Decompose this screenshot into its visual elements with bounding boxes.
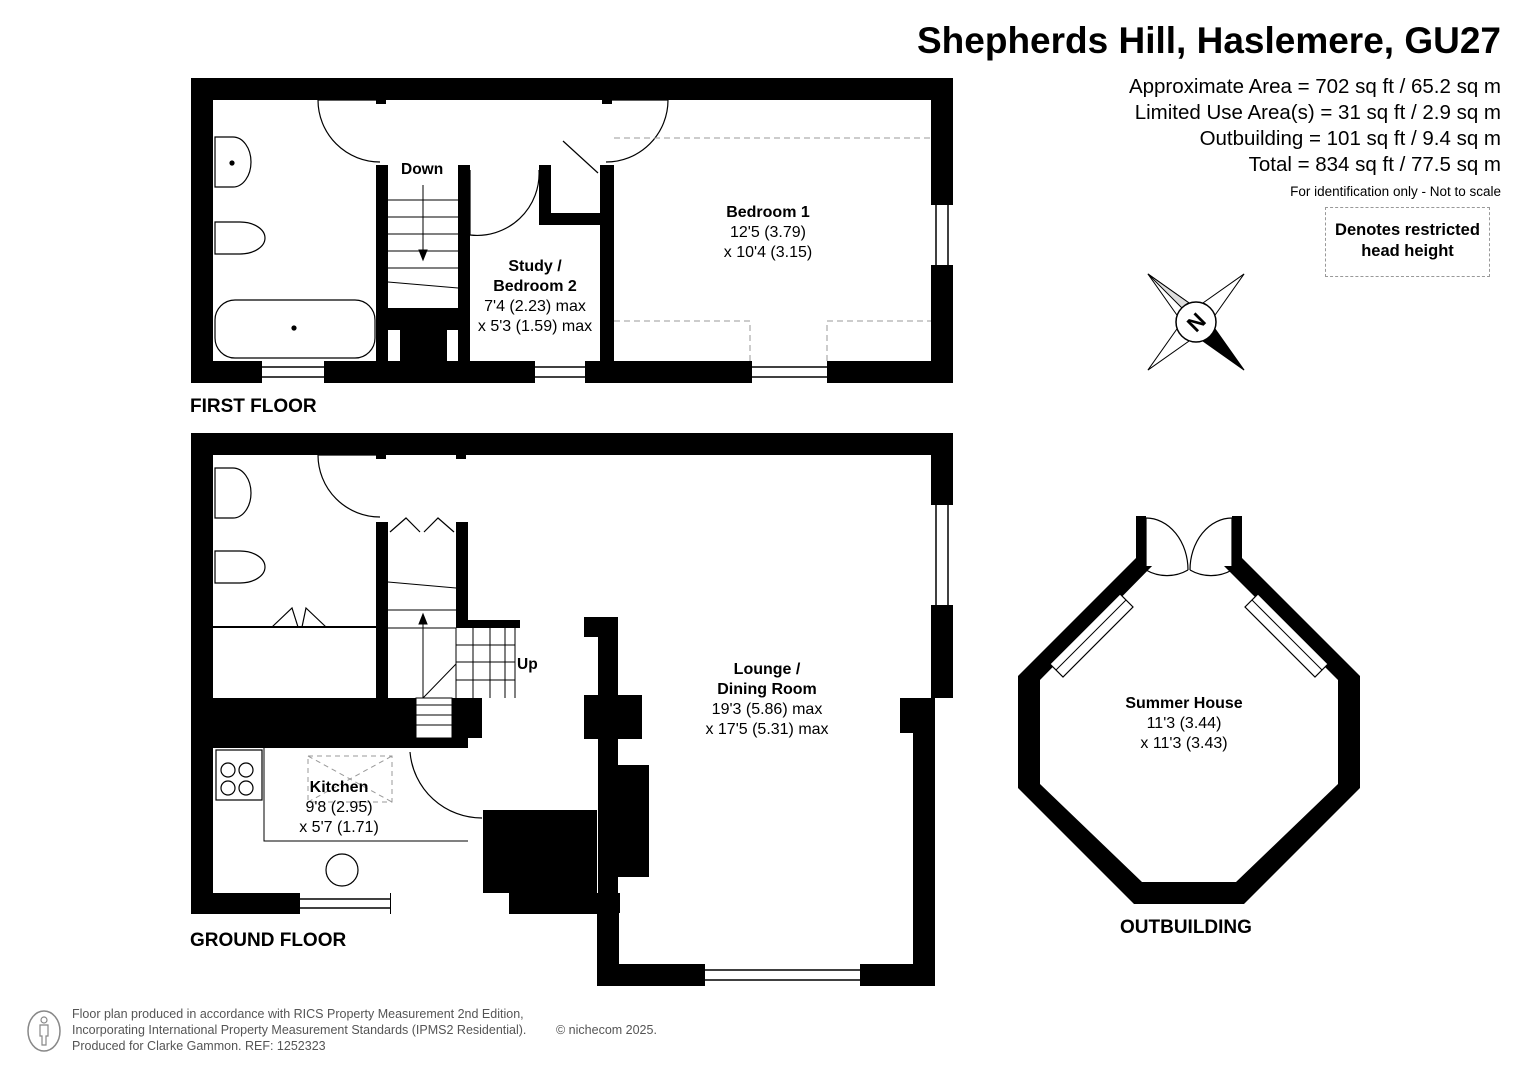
room-name: Bedroom 1 [726, 204, 810, 221]
restricted-head-height-legend: Denotes restricted head height [1325, 207, 1490, 277]
ground-floor-plan [191, 433, 953, 986]
legend-line-2: head height [1361, 242, 1454, 260]
room-name: Dining Room [717, 681, 817, 698]
footer-line-2: Incorporating International Property Mea… [72, 1023, 527, 1037]
restricted-head-height [614, 137, 931, 361]
room-name: Bedroom 2 [493, 278, 577, 295]
bathroom-fixtures [214, 136, 376, 359]
room-name: Lounge / [733, 661, 801, 678]
first-floor-plan [191, 78, 953, 383]
area-total: Total = 834 sq ft / 77.5 sq m [1248, 153, 1501, 176]
area-limited-use: Limited Use Area(s) = 31 sq ft / 2.9 sq … [1134, 101, 1501, 124]
summer-house-plan [1018, 516, 1360, 904]
stairs-down-label: Down [401, 161, 444, 178]
footer-notes: Floor plan produced in accordance with R… [72, 1006, 657, 1054]
footer-line-3: Produced for Clarke Gammon. REF: 1252323 [72, 1039, 326, 1053]
room-name: Summer House [1125, 695, 1243, 712]
room-name: Study / [508, 258, 562, 275]
room-dimension: x 10'4 (3.15) [723, 244, 813, 261]
legend-line-1: Denotes restricted [1335, 221, 1480, 239]
room-study: Study / Bedroom 2 7'4 (2.23) max x 5'3 (… [478, 257, 592, 337]
doors [317, 99, 669, 237]
window [262, 361, 324, 383]
outbuilding-label: OUTBUILDING [1120, 917, 1252, 938]
area-approximate: Approximate Area = 702 sq ft / 65.2 sq m [1128, 75, 1501, 98]
room-dimension: 19'3 (5.86) max [711, 701, 823, 718]
person-icon [27, 1010, 61, 1052]
ground-floor-label: GROUND FLOOR [190, 930, 347, 951]
room-name: Kitchen [309, 779, 369, 796]
stairs-up-label: Up [517, 656, 538, 673]
window [752, 361, 827, 383]
room-dimension: x 5'7 (1.71) [299, 819, 379, 836]
room-dimension: 9'8 (2.95) [305, 799, 373, 816]
footer-copyright: © nichecom 2025. [556, 1023, 657, 1037]
room-kitchen: Kitchen 9'8 (2.95) x 5'7 (1.71) [299, 778, 379, 838]
room-dimension: x 17'5 (5.31) max [705, 721, 829, 738]
room-lounge: Lounge / Dining Room 19'3 (5.86) max x 1… [705, 660, 828, 740]
room-dimension: 11'3 (3.44) [1146, 715, 1222, 732]
room-summer-house: Summer House 11'3 (3.44) x 11'3 (3.43) [1125, 694, 1242, 754]
room-dimension: x 11'3 (3.43) [1140, 735, 1228, 752]
room-bedroom-1: Bedroom 1 12'5 (3.79) x 10'4 (3.15) [724, 203, 812, 263]
footer-line-1: Floor plan produced in accordance with R… [72, 1007, 524, 1021]
room-dimension: 7'4 (2.23) max [484, 298, 586, 315]
property-title: Shepherds Hill, Haslemere, GU27 [916, 20, 1501, 61]
first-floor-label: FIRST FLOOR [190, 396, 317, 417]
ground-floor-outer-walls [191, 433, 953, 986]
room-dimension: 12'5 (3.79) [730, 224, 806, 241]
room-dimension: x 5'3 (1.59) max [477, 318, 593, 335]
window [535, 361, 585, 383]
area-outbuilding: Outbuilding = 101 sq ft / 9.4 sq m [1199, 127, 1501, 150]
staircase [387, 185, 459, 289]
window [931, 205, 953, 265]
compass [1147, 273, 1245, 371]
area-summary: Approximate Area = 702 sq ft / 65.2 sq m… [1129, 74, 1501, 178]
identification-note: For identification only - Not to scale [1290, 184, 1501, 199]
